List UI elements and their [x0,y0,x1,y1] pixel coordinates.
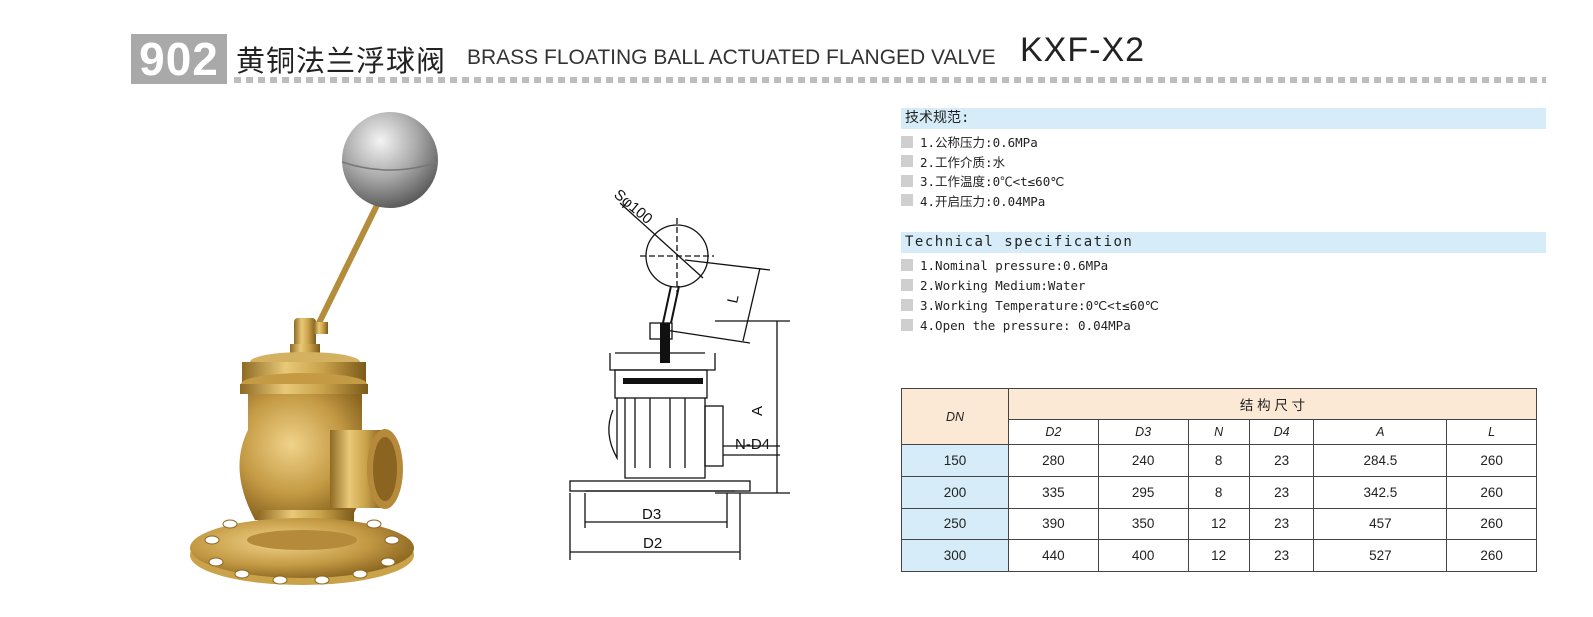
bullet-square-icon [901,299,913,311]
table-cell: 23 [1248,444,1315,477]
table-column-header: D2 [1008,419,1099,445]
table-cell: 260 [1446,539,1537,572]
label-a: A [749,406,766,416]
table-row: 200 335 295 8 23 342.5 260 [901,475,1537,509]
table-cell: 295 [1097,475,1189,509]
table-dn-cell: 250 [901,507,1009,541]
bullet-square-icon [901,194,913,207]
valve-photo [190,112,439,585]
table-cell: 260 [1446,475,1537,509]
table-row: 300 440 400 12 23 527 260 [901,539,1537,572]
table-column-header: D3 [1097,419,1189,445]
label-l: L [724,293,742,305]
table-column-header: N [1187,419,1250,445]
spec-item-cn: 1.公称压力:0.6MPa [901,132,1546,152]
model-number: KXF-X2 [1020,31,1146,69]
table-cell: 400 [1097,539,1189,572]
dimension-table: DN 结 构 尺 寸 D2 D3 N D4 A L 150 280 240 8 … [901,388,1537,572]
table-cell: 440 [1008,539,1099,572]
header-divider [234,77,1546,83]
table-dn-cell: 150 [901,444,1009,477]
spec-heading-en: Technical specification [901,232,1546,253]
table-column-header: A [1313,419,1448,445]
spec-item-en: 3.Working Temperature:0℃<t≤60℃ [901,295,1546,315]
table-cell: 23 [1248,507,1315,541]
table-cell: 284.5 [1313,444,1448,477]
label-d3: D3 [642,506,661,523]
spec-item-en: 4.Open the pressure: 0.04MPa [901,315,1546,335]
spec-item-cn: 3.工作温度:0℃<t≤60℃ [901,171,1546,191]
table-cell: 260 [1446,444,1537,477]
table-cell: 280 [1008,444,1099,477]
label-n-d4: N-D4 [735,436,770,453]
bullet-square-icon [901,259,913,271]
table-column-header: D4 [1248,419,1315,445]
table-cell: 8 [1187,475,1250,509]
spec-list-en: 1.Nominal pressure:0.6MPa 2.Working Medi… [901,255,1546,335]
bullet-square-icon [901,319,913,331]
product-title-en: BRASS FLOATING BALL ACTUATED FLANGED VAL… [467,46,996,69]
spec-item-en: 1.Nominal pressure:0.6MPa [901,255,1546,275]
table-dn-cell: 300 [901,539,1009,572]
table-dn-cell: 200 [901,475,1009,509]
float-ball [342,112,438,208]
table-cell: 23 [1248,475,1315,509]
table-cell: 12 [1187,507,1250,541]
label-ball-diameter: Sφ100 [610,186,655,228]
table-cell: 240 [1097,444,1189,477]
table-group-header: 结 构 尺 寸 [1008,388,1537,420]
table-cell: 12 [1187,539,1250,572]
bullet-square-icon [901,279,913,291]
spec-item-en: 2.Working Medium:Water [901,275,1546,295]
table-dn-header: DN [901,388,1009,445]
table-cell: 390 [1008,507,1099,541]
table-cell: 527 [1313,539,1448,572]
table-row: 150 280 240 8 23 284.5 260 [901,444,1537,477]
spec-item-cn: 4.开启压力:0.04MPa [901,191,1546,211]
spec-heading-cn: 技术规范: [901,108,1546,129]
table-cell: 23 [1248,539,1315,572]
bullet-square-icon [901,174,913,187]
table-cell: 350 [1097,507,1189,541]
spec-list-cn: 1.公称压力:0.6MPa 2.工作介质:水 3.工作温度:0℃<t≤60℃ 4… [901,132,1546,210]
label-d2: D2 [643,535,662,552]
spec-item-cn: 2.工作介质:水 [901,152,1546,172]
float-rod [315,193,385,327]
table-row: 250 390 350 12 23 457 260 [901,507,1537,541]
table-column-header: L [1446,419,1537,445]
table-cell: 342.5 [1313,475,1448,509]
bullet-square-icon [901,155,913,168]
table-cell: 8 [1187,444,1250,477]
product-number-badge: 902 [131,34,227,84]
product-title-cn: 黄铜法兰浮球阀 [236,44,447,78]
valve-technical-drawing: Sφ100 L A N-D4 D3 D2 [569,186,790,560]
table-cell: 335 [1008,475,1099,509]
table-cell: 457 [1313,507,1448,541]
table-cell: 260 [1446,507,1537,541]
bullet-square-icon [901,135,913,148]
